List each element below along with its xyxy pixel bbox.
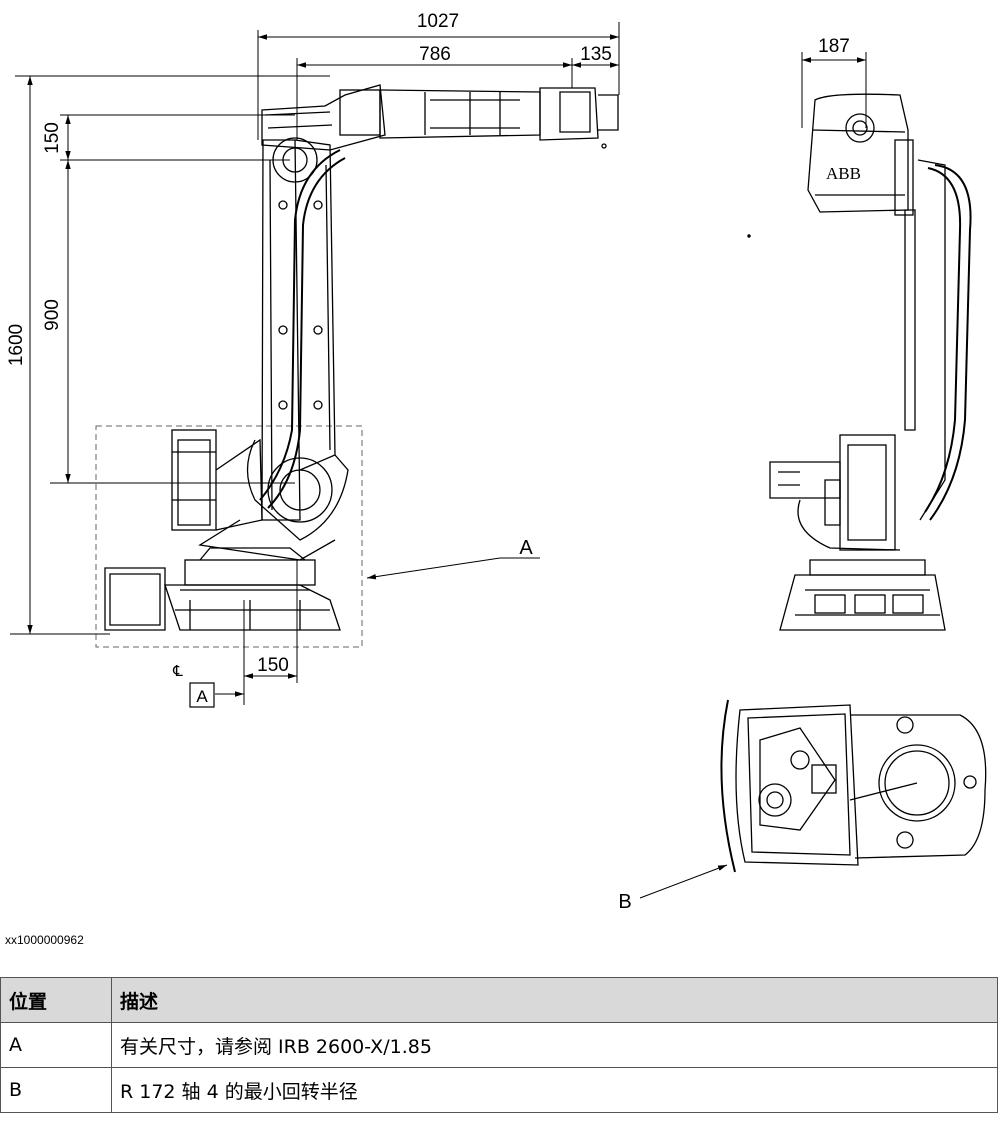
- front-dimension-labels: 1027 786 135 1600 150 900 150 ℄ A A: [6, 11, 612, 708]
- callout-a: A: [519, 537, 533, 559]
- front-view-dimensions: [10, 22, 620, 705]
- row-position: A: [0, 1022, 112, 1068]
- dim-135: 135: [580, 44, 612, 65]
- header-position: 位置: [0, 977, 112, 1023]
- figure-id: xx1000000962: [5, 933, 84, 947]
- top-view-callout: [639, 864, 728, 899]
- row-description: 有关尺寸，请参阅 IRB 2600-X/1.85: [111, 1022, 998, 1068]
- dim-786: 786: [419, 44, 451, 65]
- dim-150-top: 150: [42, 122, 63, 154]
- front-view-robot: [95, 84, 619, 648]
- side-view-dimensions: [747, 52, 867, 238]
- top-view-robot: [720, 699, 987, 873]
- dim-1600: 1600: [6, 324, 27, 366]
- table-row: B R 172 轴 4 的最小回转半径: [0, 1067, 998, 1113]
- dim-150-base: 150: [257, 655, 289, 676]
- legend-table: 位置 描述 A 有关尺寸，请参阅 IRB 2600-X/1.85 B R 172…: [0, 977, 998, 1113]
- datum-box: [189, 682, 215, 708]
- dim-187: 187: [818, 36, 850, 57]
- callout-b: B: [618, 891, 631, 913]
- table-header-row: 位置 描述: [0, 977, 998, 1023]
- dim-900: 900: [42, 299, 63, 331]
- datum-label: A: [196, 687, 208, 706]
- centerline-symbol: ℄: [172, 663, 183, 680]
- side-view-robot: ABB: [769, 93, 972, 631]
- table-row: A 有关尺寸，请参阅 IRB 2600-X/1.85: [0, 1022, 998, 1068]
- row-position: B: [0, 1067, 112, 1113]
- header-description: 描述: [111, 977, 998, 1023]
- dim-1027: 1027: [417, 11, 459, 32]
- robot-dimension-drawing: 1027 786 135 1600 150 900 150 ℄ A A ABB: [6, 11, 987, 913]
- row-description: R 172 轴 4 的最小回转半径: [111, 1067, 998, 1113]
- abb-logo: ABB: [826, 164, 861, 183]
